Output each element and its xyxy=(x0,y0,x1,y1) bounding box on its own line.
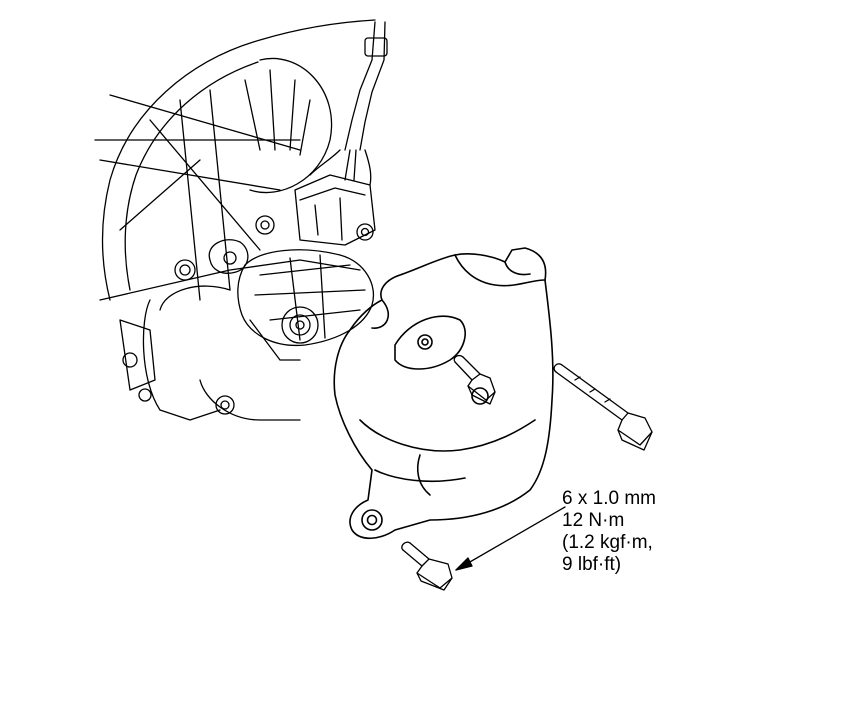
connector xyxy=(295,175,375,245)
bolt-small xyxy=(402,542,452,590)
transmission-housing xyxy=(95,20,375,420)
wire-harness xyxy=(310,22,387,185)
cover-bracket xyxy=(334,248,553,538)
torque-spec-label: 6 x 1.0 mm 12 N·m (1.2 kgf·m, 9 lbf·ft) xyxy=(562,488,762,576)
bolt-long xyxy=(554,364,652,450)
spec-line-size: 6 x 1.0 mm xyxy=(562,488,656,509)
spec-line-torque-nm: 12 N·m xyxy=(562,510,625,531)
bolt-cover xyxy=(454,356,495,404)
shaft-area xyxy=(209,240,373,360)
leader-arrow xyxy=(456,507,565,570)
spec-line-torque-lbfft: 9 lbf·ft) xyxy=(562,554,622,575)
spec-line-torque-kgfm: (1.2 kgf·m, xyxy=(562,532,653,553)
